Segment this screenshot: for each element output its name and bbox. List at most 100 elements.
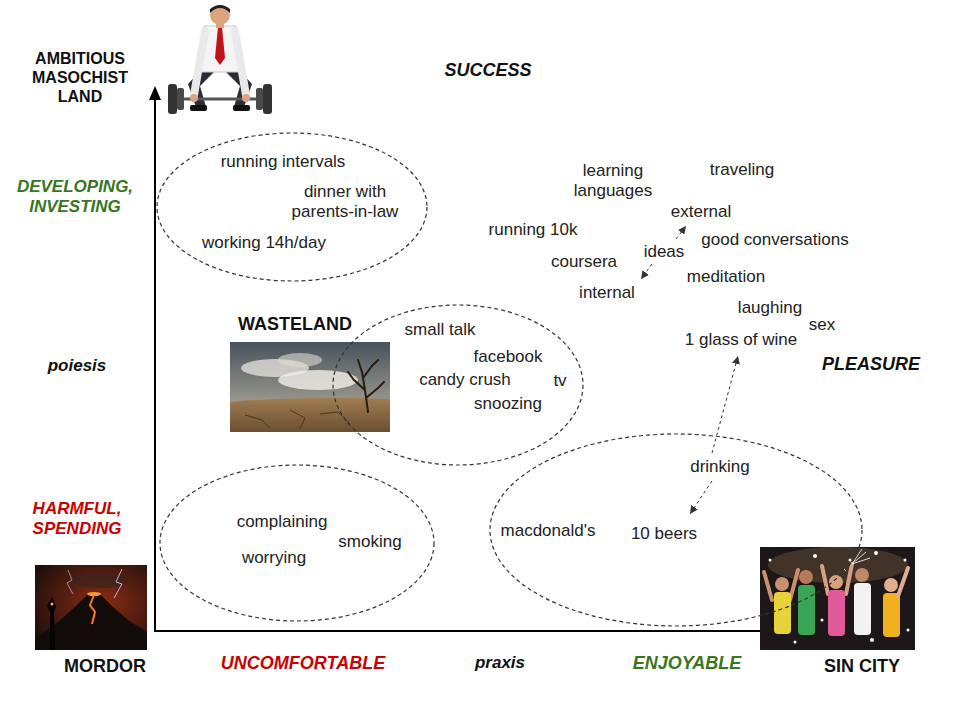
dashed-ellipse [157,133,427,281]
activity-text: tv [553,371,566,391]
sin-city-picture [904,559,907,562]
wasteland-picture [230,342,390,432]
axis-zone-label: DEVELOPING, INVESTING [8,177,143,218]
axis-end-label: SUCCESS [444,60,531,82]
axis-title: praxis [475,653,525,673]
activity-text: complaining [237,512,328,532]
weightlifter-picture [242,94,250,102]
weightlifter-picture [190,105,207,111]
dashed-ellipse [333,305,583,465]
weightlifter-picture [233,105,250,111]
sin-city-picture [775,577,789,591]
mordor-picture [51,603,54,606]
activity-word: external [671,202,731,222]
activity-word: traveling [710,160,774,180]
activity-cluster: complaining smoking worrying [157,462,437,624]
weightlifter-picture [176,98,264,101]
axes [149,86,760,632]
axes [149,86,161,100]
sin-city-picture [852,549,870,564]
sin-city-picture [849,559,852,562]
mordor-picture [35,565,147,650]
activity-text: macdonald's [501,521,596,541]
activity-text: smoking [338,532,401,552]
axes [154,98,156,632]
sin-city-picture [898,568,908,596]
dashed-ellipse [160,465,434,621]
dashed-arrows [676,226,686,239]
sin-city-picture [822,564,852,594]
weightlifter-picture [194,31,205,95]
sin-city-picture [828,590,845,636]
sin-city-picture [794,641,797,644]
sin-city-picture [870,638,874,642]
sin-city-picture [874,551,878,555]
sin-city-picture [798,585,815,635]
weightlifter-picture [168,84,177,114]
activity-text: running intervals [221,152,346,172]
sin-city-picture [769,551,910,644]
sin-city-picture [799,570,813,584]
wasteland-picture [278,370,358,390]
sin-city-picture [907,629,910,632]
weightlifter-picture [210,5,230,25]
weightlifter-picture [210,5,230,13]
activity-text: working 14h/day [202,233,326,253]
mordor-picture [35,594,147,650]
weightlifter-picture [177,88,184,110]
wasteland-picture [245,410,350,429]
activity-word: running 10k [489,220,578,240]
activity-word: internal [579,283,635,303]
activity-text: dinner with parents-in-law [289,182,401,223]
wasteland-picture [278,353,322,367]
sin-city-picture [760,547,915,650]
sin-city-picture [769,559,772,562]
activity-word: coursera [551,252,617,272]
mordor-picture [90,595,95,624]
mordor-picture [114,569,122,598]
sin-city-picture [854,583,871,635]
weightlifter-picture [190,94,198,102]
mordor-picture [35,565,147,650]
activity-word: meditation [687,267,765,287]
corner-label: MORDOR [64,656,146,678]
activity-cluster: running intervals dinner with parents-in-… [154,130,430,284]
wasteland-picture [230,342,390,432]
activity-word: sex [809,315,835,335]
sin-city-picture [821,619,824,622]
activity-word: learning languages [563,161,663,202]
activity-text: worrying [242,548,306,568]
wasteland-picture [348,360,384,412]
region-label: WASTELAND [238,314,352,336]
sin-city-picture [884,578,898,592]
mordor-picture [67,570,73,594]
dashed-arrows [641,264,652,279]
sin-city-picture [855,568,869,582]
axis-title: poiesis [48,356,107,376]
activity-text: drinking [690,457,750,477]
corner-label: AMBITIOUS MASOCHIST LAND [25,49,135,107]
activity-cluster: small talk facebook candy crush tv snoozing [330,302,586,468]
sin-city-picture [813,554,817,558]
weightlifter-picture [215,27,225,65]
activity-text: 10 beers [631,524,697,544]
activity-text: small talk [405,320,476,340]
dashed-ellipse [490,434,862,626]
activity-text: facebook [474,347,543,367]
corner-label: SIN CITY [824,656,900,678]
axis-zone-label: HARMFUL, SPENDING [10,499,145,540]
dashed-arrows [690,481,712,514]
axis-zone-label: UNCOMFORTABLE [221,653,385,675]
activity-text: snoozing [474,394,542,414]
weightlifter-picture [263,84,272,114]
sin-city-picture [760,547,915,650]
weightlifter-picture [235,31,246,95]
axes [155,630,760,632]
mordor-picture [47,597,56,650]
activity-word: laughing [738,298,802,318]
axis-end-label: PLEASURE [822,354,920,376]
activity-text: candy crush [419,370,511,390]
axis-zone-label: ENJOYABLE [633,653,742,675]
weightlifter-picture [256,88,263,110]
activity-cluster: macdonald's drinking 10 beers [487,431,865,629]
